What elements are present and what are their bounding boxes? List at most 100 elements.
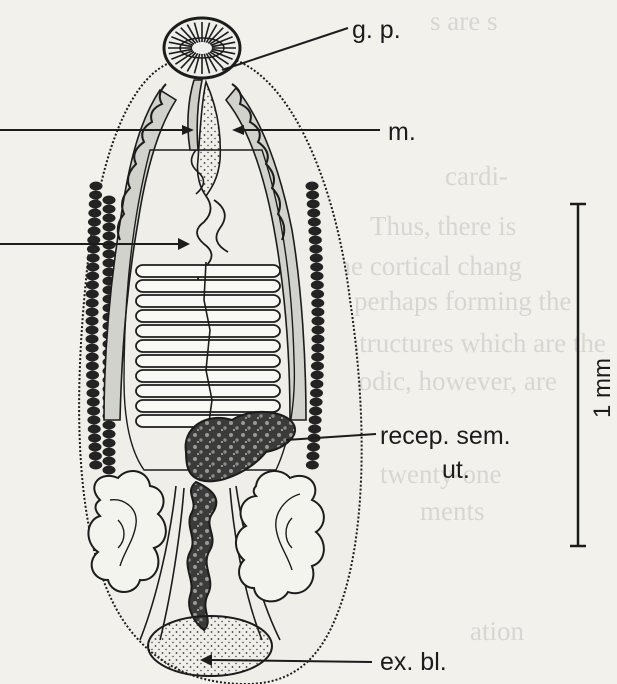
vitelline-bead bbox=[311, 290, 324, 299]
vitelline-bead bbox=[103, 232, 116, 241]
vitelline-bead bbox=[311, 281, 324, 290]
vitelline-bead bbox=[103, 466, 116, 475]
vitelline-bead bbox=[310, 263, 323, 272]
vitelline-bead bbox=[87, 416, 100, 425]
vitelline-bead bbox=[307, 209, 320, 218]
scale-bar-label: 1 mm bbox=[589, 358, 616, 418]
vitelline-bead bbox=[86, 263, 99, 272]
vitelline-bead bbox=[88, 425, 101, 434]
vitelline-bead bbox=[86, 335, 99, 344]
vitelline-bead bbox=[103, 196, 116, 205]
vitelline-bead bbox=[86, 389, 99, 398]
vitelline-bead bbox=[86, 353, 99, 362]
vitelline-bead bbox=[87, 398, 100, 407]
transverse-fold bbox=[136, 295, 280, 307]
vitelline-bead bbox=[86, 317, 99, 326]
vitelline-bead bbox=[86, 371, 99, 380]
scale-bar bbox=[570, 204, 586, 546]
vitelline-bead bbox=[103, 205, 116, 214]
vitelline-bead bbox=[89, 200, 102, 209]
svg-text:Thus, there is: Thus, there is bbox=[370, 211, 516, 241]
vitelline-bead bbox=[311, 308, 324, 317]
vitelline-bead bbox=[311, 272, 324, 281]
vitelline-bead bbox=[306, 452, 319, 461]
vitelline-bead bbox=[87, 245, 100, 254]
label-uterus: ut. bbox=[442, 456, 470, 484]
vitelline-bead bbox=[308, 227, 321, 236]
svg-text:s are s: s are s bbox=[430, 6, 497, 36]
vitelline-bead bbox=[308, 425, 321, 434]
label-mouth: m. bbox=[388, 118, 416, 146]
vitelline-bead bbox=[89, 191, 102, 200]
vitelline-bead bbox=[86, 308, 99, 317]
svg-text:cardi-: cardi- bbox=[445, 161, 508, 191]
vitelline-bead bbox=[311, 362, 324, 371]
svg-text:e structures which are the: e structures which are the bbox=[330, 328, 606, 358]
left-lateral-lobes bbox=[88, 471, 165, 592]
label-genital-pore: g. p. bbox=[352, 16, 401, 44]
vitelline-bead bbox=[88, 218, 101, 227]
vitelline-bead bbox=[311, 371, 324, 380]
label-excretory-bladder: ex. bl. bbox=[380, 648, 447, 676]
vitelline-bead bbox=[103, 421, 116, 430]
transverse-fold bbox=[136, 280, 280, 292]
vitelline-bead bbox=[86, 290, 99, 299]
vitelline-bead bbox=[86, 299, 99, 308]
transverse-fold bbox=[136, 325, 280, 337]
vitelline-bead bbox=[309, 407, 322, 416]
vitelline-bead bbox=[306, 461, 319, 470]
vitelline-bead bbox=[88, 227, 101, 236]
svg-text:s, perhaps forming the: s, perhaps forming the bbox=[330, 286, 571, 316]
vitelline-bead bbox=[103, 250, 116, 259]
vitelline-bead bbox=[86, 344, 99, 353]
svg-text:eriodic, however, are: eriodic, however, are bbox=[330, 366, 557, 396]
transverse-fold bbox=[136, 265, 280, 277]
vitelline-bead bbox=[310, 380, 323, 389]
vitelline-bead bbox=[309, 236, 322, 245]
svg-text:twenty-one: twenty-one bbox=[380, 459, 501, 489]
vitelline-bead bbox=[306, 182, 319, 191]
vitelline-bead bbox=[310, 389, 323, 398]
vitelline-bead bbox=[87, 407, 100, 416]
vitelline-bead bbox=[306, 191, 319, 200]
vitelline-bead bbox=[311, 335, 324, 344]
vitelline-bead bbox=[86, 326, 99, 335]
vitelline-bead bbox=[89, 452, 102, 461]
vitelline-bead bbox=[311, 326, 324, 335]
genital-pore bbox=[164, 18, 240, 78]
svg-text:the cortical chang: the cortical chang bbox=[330, 251, 522, 281]
svg-text:ation: ation bbox=[470, 616, 524, 646]
vitelline-bead bbox=[88, 209, 101, 218]
vitelline-bead bbox=[86, 380, 99, 389]
transverse-fold bbox=[136, 385, 280, 397]
vitelline-bead bbox=[103, 430, 116, 439]
svg-text:ments: ments bbox=[420, 496, 485, 526]
vitelline-bead bbox=[311, 344, 324, 353]
vitelline-bead bbox=[307, 443, 320, 452]
vitelline-bead bbox=[311, 353, 324, 362]
vitelline-bead bbox=[86, 272, 99, 281]
vitelline-bead bbox=[89, 461, 102, 470]
vitelline-bead bbox=[103, 457, 116, 466]
excretory-bladder bbox=[148, 616, 272, 676]
vitelline-bead bbox=[90, 182, 103, 191]
vitelline-bead bbox=[309, 416, 322, 425]
vitelline-bead bbox=[86, 362, 99, 371]
bleed-through-text: s are s cardi- Thus, there is the cortic… bbox=[330, 6, 606, 646]
vitelline-bead bbox=[87, 254, 100, 263]
vitelline-bead bbox=[311, 299, 324, 308]
transverse-folds bbox=[136, 262, 280, 430]
label-receptaculum-seminis: recep. sem. bbox=[380, 422, 511, 450]
vitelline-bead bbox=[103, 214, 116, 223]
vitelline-bead bbox=[308, 218, 321, 227]
vitelline-bead bbox=[307, 200, 320, 209]
transverse-fold bbox=[136, 400, 280, 412]
vitelline-bead bbox=[311, 317, 324, 326]
vitelline-bead bbox=[88, 434, 101, 443]
vitelline-bead bbox=[103, 448, 116, 457]
vitelline-bead bbox=[309, 245, 322, 254]
vitelline-bead bbox=[103, 223, 116, 232]
vitelline-bead bbox=[86, 281, 99, 290]
vitelline-bead bbox=[103, 439, 116, 448]
